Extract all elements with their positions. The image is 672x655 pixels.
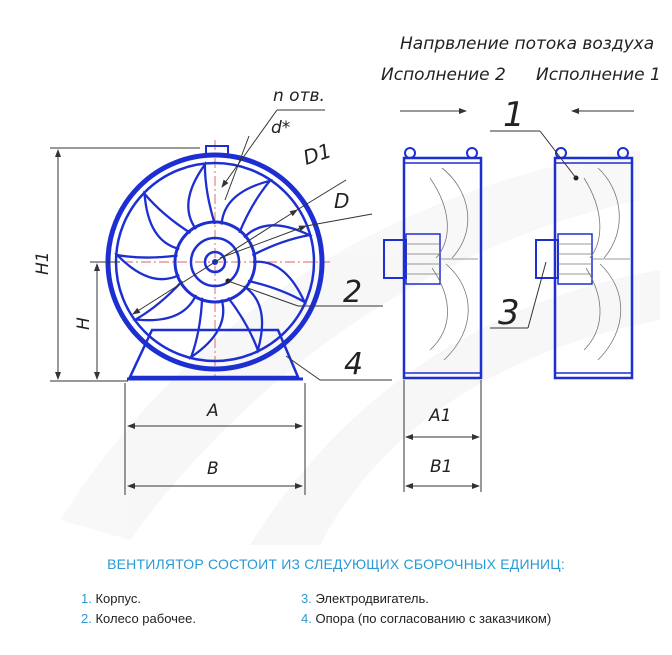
label-n-holes: n отв. [273,86,325,106]
impeller-blade [113,253,180,281]
front-dimensions [50,109,392,495]
parts-list-right: 3. Электродвигатель. 4. Опора (по соглас… [301,589,551,629]
assembly-caption: ВЕНТИЛЯТОР СОСТОИТ ИЗ СЛЕДУЮЩИХ СБОРОЧНЫ… [107,556,565,572]
label-B: B [207,459,219,479]
label-A1: A1 [428,406,451,426]
part-name: Электродвигатель. [315,591,429,606]
part-number: 4. [301,611,312,626]
label-D: D [334,189,349,213]
part-name: Опора (по согласованию с заказчиком) [315,611,552,626]
label-d-star: d* [271,118,290,138]
callout-3: 3 [498,293,520,333]
callout-2: 2 [343,275,362,310]
part-number: 2. [81,611,92,626]
part-name: Колесо рабочее. [95,611,196,626]
label-H: H [74,317,94,330]
impeller-blade [187,160,216,230]
part-item: 4. Опора (по согласованию с заказчиком) [301,609,551,629]
part-number: 1. [81,591,92,606]
impeller-blade [143,190,192,251]
part-name: Корпус. [95,591,142,606]
variant-1-label: Исполнение 1 [536,65,661,85]
part-number: 3. [301,591,312,606]
impeller-blade [188,297,225,361]
label-B1: B1 [430,457,452,477]
label-H1: H1 [33,251,53,275]
watermark-logo [60,150,660,545]
callout-4: 4 [344,347,363,382]
label-A: A [206,401,219,421]
fan-side-view-variant-2 [383,147,483,380]
variant-2-label: Исполнение 2 [381,65,506,85]
parts-list-left: 1. Корпус. 2. Колесо рабочее. [81,589,196,629]
label-D1: D1 [300,138,334,170]
flow-direction-title: Напрвление потока воздуха [400,34,654,54]
part-item: 3. Электродвигатель. [301,589,551,609]
part-item: 1. Корпус. [81,589,196,609]
part-item: 2. Колесо рабочее. [81,609,196,629]
impeller-blade [132,280,198,322]
fan-drawing: Напрвление потока воздуха Исполнение 2 И… [33,34,661,545]
fan-side-view-variant-1 [535,147,634,380]
callout-1: 1 [503,95,525,135]
side-dimensions [403,130,577,492]
